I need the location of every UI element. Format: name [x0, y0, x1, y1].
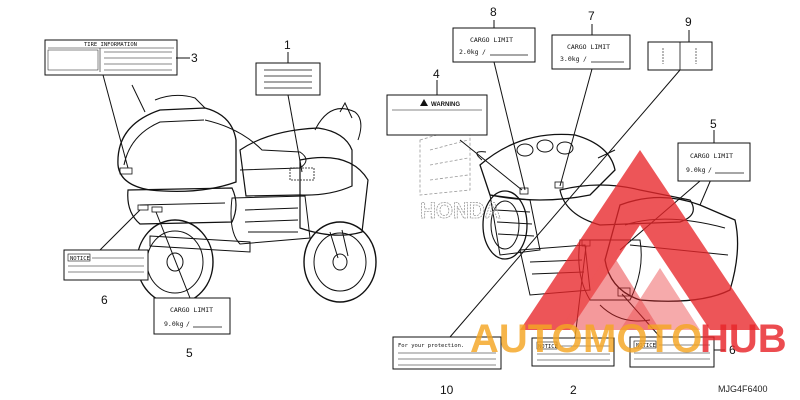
svg-text:For your protection.: For your protection.: [398, 343, 464, 349]
callout-6-left: 6: [101, 293, 108, 307]
watermark-moto: MOTO: [583, 317, 702, 361]
svg-text:3.0kg: 3.0kg: [560, 55, 580, 63]
svg-text:TIRE INFORMATION: TIRE INFORMATION: [84, 42, 137, 48]
label-protection: For your protection.: [392, 336, 502, 370]
label-notice-right: NOTICE: [629, 336, 715, 368]
callout-5-right: 5: [710, 117, 717, 131]
watermark-triangle-large: [520, 150, 760, 330]
watermark-triangle-small: [560, 250, 660, 330]
svg-text:CARGO LIMIT: CARGO LIMIT: [470, 36, 513, 44]
label-1-plate: [255, 62, 321, 96]
label-cargo-limit-3kg: CARGO LIMIT 3.0kg /: [551, 34, 631, 70]
callout-numbers: 1 2 3 4 5 5 6 6 7 8 9 10: [101, 5, 736, 397]
callout-2: 2: [570, 383, 577, 397]
svg-text:2.0kg: 2.0kg: [459, 48, 479, 56]
part-code: MJG4F6400: [718, 384, 768, 394]
svg-text:CARGO LIMIT: CARGO LIMIT: [690, 152, 733, 160]
svg-text:9.0kg: 9.0kg: [686, 166, 706, 174]
watermark-logo: [520, 150, 760, 330]
label-notice-left: NOTICE: [63, 249, 149, 281]
watermark-auto: AUTO: [470, 317, 583, 361]
svg-text:/: /: [186, 320, 190, 328]
label-tire-info: TIRE INFORMATION: [44, 39, 178, 76]
watermark-triangle-inner: [620, 268, 700, 330]
label-cargo-limit-2kg: CARGO LIMIT 2.0kg /: [452, 27, 536, 63]
svg-text:9.0kg: 9.0kg: [164, 320, 184, 328]
svg-text:/: /: [482, 48, 486, 56]
label-warning: WARNING: [386, 94, 488, 136]
svg-text:NOTICE: NOTICE: [70, 256, 90, 262]
label-cargo-limit-9kg-right: CARGO LIMIT 9.0kg /: [677, 142, 751, 182]
callout-5-left: 5: [186, 346, 193, 360]
callout-6-right: 6: [729, 343, 736, 357]
label-cargo-limit-9kg-left: CARGO LIMIT 9.0kg /: [153, 297, 231, 335]
watermark-hub: HUB: [700, 317, 787, 361]
honda-wing-text: HONDA: [420, 198, 501, 223]
label-9-plate: [647, 41, 713, 71]
svg-text:/: /: [583, 55, 587, 63]
motorcycle-left-illustration: [117, 84, 377, 305]
svg-text:NOTICE: NOTICE: [636, 343, 656, 349]
callout-4: 4: [433, 67, 440, 81]
svg-text:WARNING: WARNING: [431, 102, 460, 108]
callout-8: 8: [490, 5, 497, 19]
svg-text:NOTICE: NOTICE: [538, 344, 558, 350]
label-notice-center: NOTICE: [531, 337, 615, 367]
callout-7: 7: [588, 9, 595, 23]
callout-3: 3: [191, 51, 198, 65]
svg-text:/: /: [708, 166, 712, 174]
callout-9: 9: [685, 15, 692, 29]
svg-text:CARGO LIMIT: CARGO LIMIT: [567, 43, 610, 51]
callout-1: 1: [284, 38, 291, 52]
watermark-text: AUTO MOTO HUB: [470, 317, 787, 361]
svg-text:CARGO LIMIT: CARGO LIMIT: [170, 306, 213, 314]
callout-10: 10: [440, 383, 454, 397]
